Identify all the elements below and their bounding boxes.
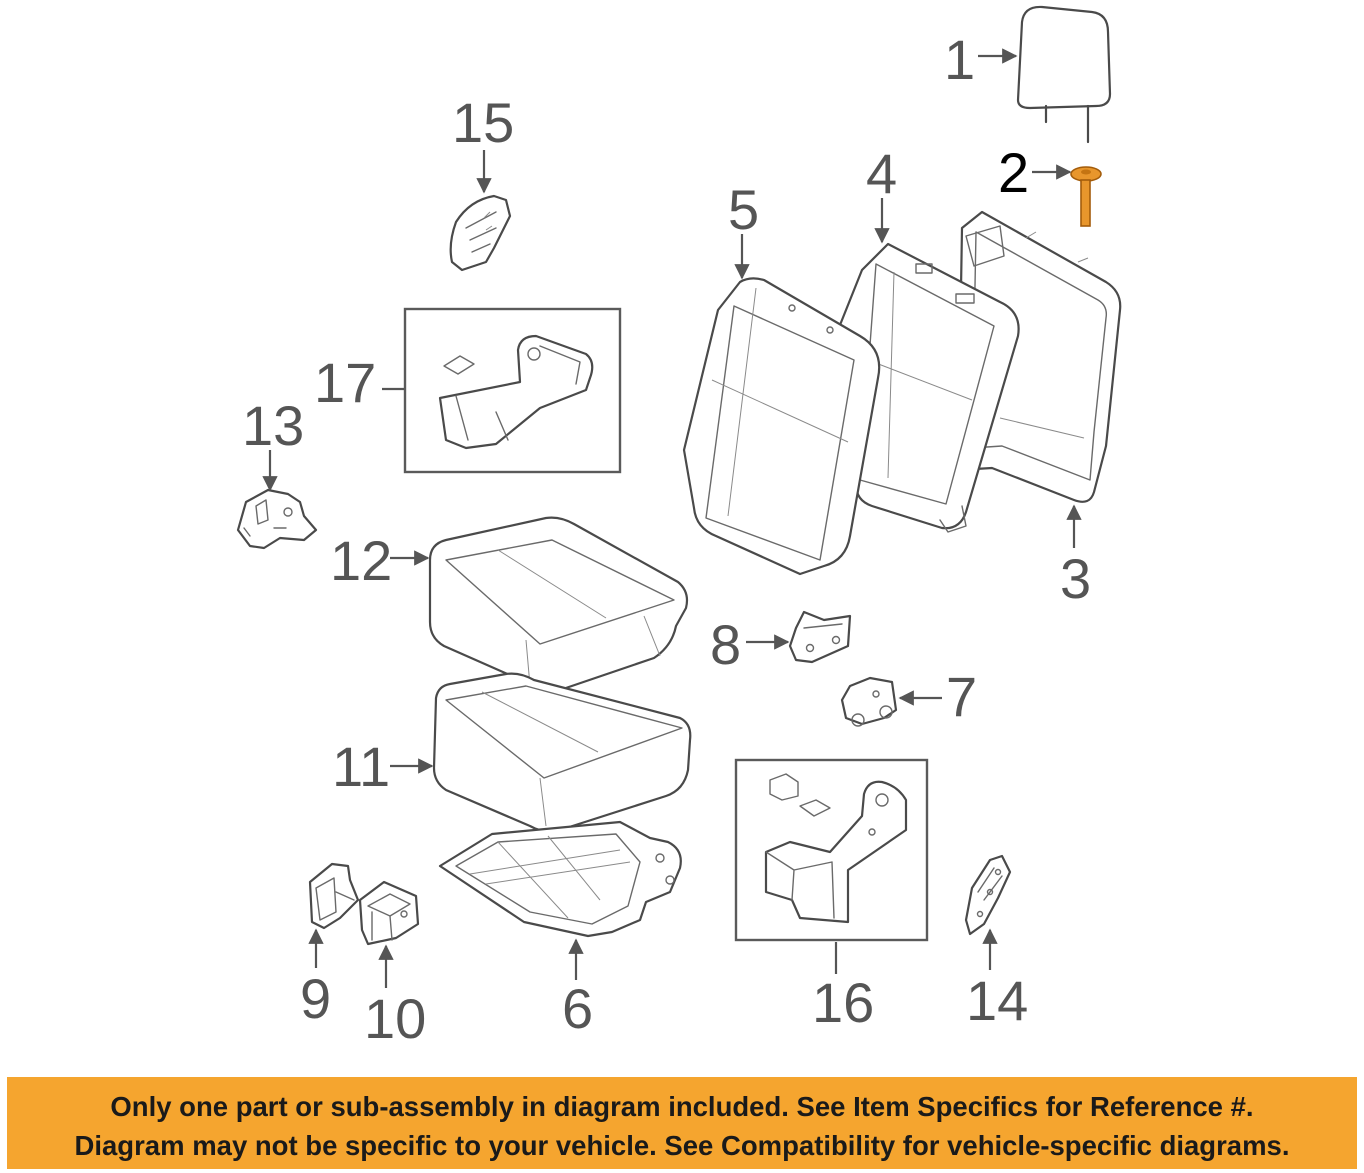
bracket-9-part[interactable] (308, 862, 360, 930)
callout-3: 3 (1060, 547, 1091, 610)
trim-14-part[interactable] (964, 854, 1012, 936)
callout-15: 15 (452, 91, 514, 154)
callout-13: 13 (242, 394, 304, 457)
callout-14: 14 (966, 969, 1028, 1032)
bracket-7-part[interactable] (840, 676, 898, 727)
trim-cover-part[interactable] (449, 194, 512, 272)
seat-frame-part[interactable] (438, 820, 682, 938)
callout-2: 2 (998, 141, 1029, 204)
callout-6: 6 (562, 977, 593, 1040)
callout-numbers: 1 2 3 4 5 6 7 8 9 10 11 12 13 14 15 16 1… (242, 28, 1091, 1050)
callout-5: 5 (728, 178, 759, 241)
headrest-guide-part[interactable] (1070, 166, 1102, 227)
bracket-16-box[interactable] (734, 758, 929, 942)
callout-12: 12 (330, 529, 392, 592)
seat-cushion-cover-part[interactable] (428, 516, 689, 693)
seat-back-pad-part[interactable] (836, 242, 1020, 533)
seat-back-cover-part[interactable] (682, 277, 881, 576)
bracket-13-part[interactable] (236, 488, 318, 550)
seat-back-frame-part[interactable] (956, 210, 1122, 503)
callout-8: 8 (710, 613, 741, 676)
callout-1: 1 (944, 28, 975, 91)
disclaimer-line-1: Only one part or sub-assembly in diagram… (110, 1091, 1254, 1122)
disclaimer-line-2: Diagram may not be specific to your vehi… (74, 1130, 1290, 1161)
seat-cushion-pad-part[interactable] (432, 672, 692, 833)
bracket-17-box[interactable] (403, 307, 622, 474)
bracket-10-part[interactable] (358, 880, 420, 946)
callout-9: 9 (300, 967, 331, 1030)
callout-11: 11 (332, 735, 390, 798)
callout-17: 17 (314, 351, 376, 414)
callout-16: 16 (812, 971, 874, 1034)
disclaimer-banner: Only one part or sub-assembly in diagram… (7, 1077, 1357, 1169)
leader-lines (262, 48, 1082, 988)
callout-7: 7 (946, 665, 977, 728)
callout-4: 4 (866, 142, 897, 205)
headrest-part[interactable] (1016, 5, 1112, 144)
parts-diagram: 1 2 3 4 5 6 7 8 9 10 11 12 13 14 15 16 1… (236, 5, 1122, 1050)
bracket-8-part[interactable] (788, 610, 852, 664)
callout-10: 10 (364, 987, 426, 1050)
